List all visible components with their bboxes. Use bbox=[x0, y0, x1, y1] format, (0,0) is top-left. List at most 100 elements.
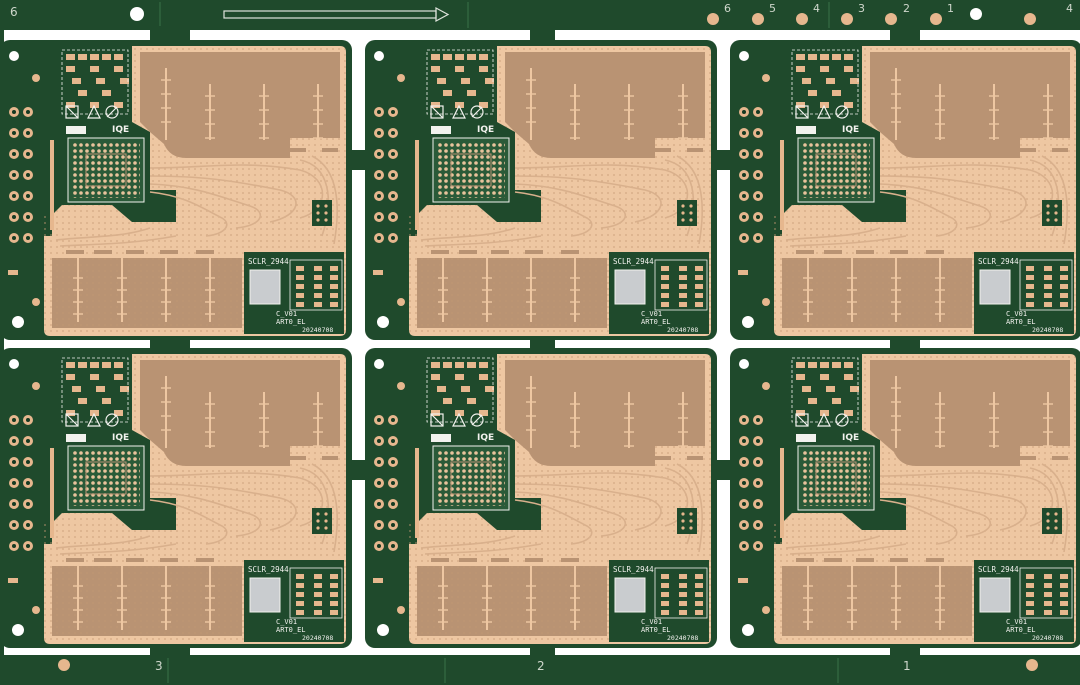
version-label: C_V01 bbox=[641, 310, 662, 318]
version-label: C_V01 bbox=[1006, 618, 1027, 626]
smd-pad bbox=[820, 362, 829, 368]
smd-pad bbox=[431, 374, 440, 380]
pad bbox=[459, 250, 477, 254]
pad bbox=[525, 558, 543, 562]
drill-hole bbox=[377, 131, 381, 135]
smd-pad bbox=[314, 302, 322, 307]
via bbox=[1054, 211, 1058, 215]
rail-label: 6 bbox=[724, 2, 731, 15]
pad bbox=[254, 148, 270, 152]
recycle-bin-icon bbox=[65, 413, 79, 427]
drill-hole bbox=[742, 152, 746, 156]
pad bbox=[952, 148, 968, 152]
pad bbox=[796, 558, 814, 562]
smd-pad bbox=[114, 362, 123, 368]
drill-hole bbox=[756, 194, 760, 198]
pad bbox=[655, 148, 671, 152]
smd-pad bbox=[1026, 266, 1034, 271]
pad bbox=[126, 558, 144, 562]
part-label: SCLR_2944 bbox=[978, 257, 1019, 266]
smd-pad bbox=[90, 102, 99, 108]
antenna-pour bbox=[870, 52, 1070, 158]
smd-pad bbox=[479, 374, 488, 380]
smd-pad bbox=[330, 284, 338, 289]
pad bbox=[1052, 148, 1068, 152]
bga-balls bbox=[437, 450, 505, 506]
rf-trace bbox=[149, 175, 297, 223]
smd-pad bbox=[796, 362, 805, 368]
smd-pad bbox=[844, 374, 853, 380]
drill-hole bbox=[26, 418, 30, 422]
smd-pad bbox=[314, 583, 322, 588]
via bbox=[1046, 204, 1050, 208]
manufacturer-logo: IQE bbox=[477, 125, 494, 135]
rf-trace bbox=[514, 191, 593, 237]
pad bbox=[126, 250, 144, 254]
rf-trace bbox=[785, 227, 881, 241]
smd-pad bbox=[850, 386, 859, 392]
via bbox=[689, 204, 693, 208]
smd-pad bbox=[1060, 302, 1068, 307]
drill-hole bbox=[26, 523, 30, 527]
smd-pad bbox=[314, 592, 322, 597]
pad bbox=[655, 456, 671, 460]
drill-hole bbox=[377, 544, 381, 548]
part-label: SCLR_2944 bbox=[978, 565, 1019, 574]
drill-hole bbox=[742, 194, 746, 198]
smd-pad bbox=[1060, 601, 1068, 606]
smd-pad bbox=[296, 302, 304, 307]
pad bbox=[619, 456, 635, 460]
pad bbox=[196, 456, 212, 460]
rf-trace bbox=[879, 183, 992, 229]
smd-pad bbox=[90, 410, 99, 416]
drill-hole bbox=[391, 110, 395, 114]
fiducial bbox=[58, 659, 70, 671]
smd-pad bbox=[796, 102, 805, 108]
drill-hole bbox=[742, 544, 746, 548]
smd-pad bbox=[679, 293, 687, 298]
drill-hole bbox=[377, 439, 381, 443]
smd-pad bbox=[850, 78, 859, 84]
board-grid: IQESCLR_2944C_V01ART0_EL20240708IQESCLR_… bbox=[0, 40, 1080, 648]
mounting-hole bbox=[739, 359, 749, 369]
smd-pad bbox=[431, 54, 440, 60]
drill-hole bbox=[391, 481, 395, 485]
smd-pad bbox=[695, 275, 703, 280]
pad bbox=[587, 148, 603, 152]
smd-pad bbox=[90, 362, 99, 368]
smd-pad bbox=[695, 592, 703, 597]
rf-trace bbox=[879, 499, 958, 545]
recycle-bin-icon bbox=[65, 105, 79, 119]
via bbox=[397, 74, 405, 82]
smd-pad bbox=[467, 54, 476, 60]
warning-triangle-icon bbox=[87, 104, 101, 119]
via bbox=[397, 382, 405, 390]
lead-free-icon bbox=[470, 413, 484, 427]
bga-ground bbox=[815, 461, 857, 495]
pad bbox=[196, 250, 214, 254]
mask-region bbox=[1042, 200, 1062, 226]
smd-pad bbox=[1026, 583, 1034, 588]
drill-hole bbox=[391, 523, 395, 527]
via bbox=[689, 218, 693, 222]
rf-trace bbox=[879, 483, 1027, 531]
lead-free-icon bbox=[105, 105, 119, 119]
mounting-hole bbox=[377, 624, 389, 636]
warning-triangle-icon bbox=[817, 412, 831, 427]
smd-pad bbox=[431, 66, 440, 72]
drill-hole bbox=[391, 152, 395, 156]
smd-pad bbox=[66, 410, 75, 416]
via bbox=[681, 526, 685, 530]
via bbox=[762, 606, 770, 614]
recycle-bin-icon bbox=[430, 413, 444, 427]
smd-pad bbox=[455, 102, 464, 108]
drill-hole bbox=[377, 236, 381, 240]
drill-hole bbox=[377, 194, 381, 198]
smd-pad bbox=[120, 386, 129, 392]
rail-label: 3 bbox=[858, 2, 865, 15]
pad bbox=[491, 250, 509, 254]
rf-trace bbox=[1041, 463, 1068, 553]
smd-pad bbox=[373, 270, 383, 275]
smd-pad bbox=[796, 410, 805, 416]
via bbox=[681, 218, 685, 222]
